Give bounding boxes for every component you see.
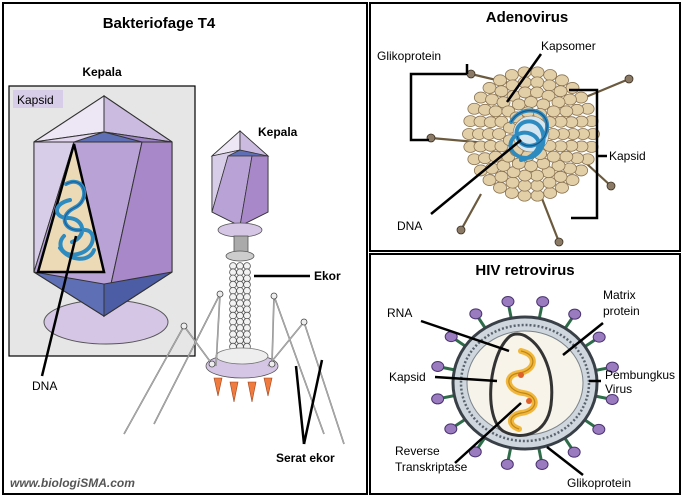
capsid-label-bg (13, 90, 63, 108)
adeno-dna-label: DNA (397, 219, 422, 233)
glycoprotein-spike (500, 458, 514, 470)
enlarged-capsid (33, 95, 173, 318)
glycoprotein-spike (431, 361, 445, 373)
source-credit: www.biologiSMA.com (10, 476, 135, 490)
adenovirus-diagram: Adenovirus Glikoprotein Kapsomer Kapsid … (377, 9, 646, 247)
matrix-leader (562, 322, 604, 356)
dna-label: DNA (32, 379, 57, 393)
glycoprotein-spike (444, 423, 458, 435)
glycoprotein-spike (469, 308, 483, 320)
head-label-right: Kepala (258, 125, 298, 139)
glycoprotein-spike (605, 361, 619, 373)
fiber-leader-1 (294, 365, 306, 445)
rt-leader (454, 402, 522, 464)
glycoprotein-spike (592, 423, 606, 435)
glycoprotein-spike (568, 308, 582, 320)
capsomer-leader-line (505, 53, 543, 103)
hiv-capsid-label: Kapsid (389, 370, 426, 384)
glycoprotein-spike (431, 393, 445, 405)
tail-sheath (229, 262, 251, 357)
glycoprotein-spike (592, 331, 606, 343)
glycoprotein-spike (605, 393, 619, 405)
capsid-label: Kapsid (17, 93, 54, 107)
head-label-left: Kepala (82, 65, 122, 79)
reverse-transcriptase-dot (518, 372, 524, 378)
hiv-spikes (431, 296, 619, 470)
rna-leader (420, 319, 510, 353)
dna-leader-line (40, 235, 78, 377)
adenovirus-panel: Adenovirus Glikoprotein Kapsomer Kapsid … (369, 2, 681, 252)
hiv-diagram: HIV retrovirus RNA Matrix protein Kapsid… (387, 262, 675, 490)
hiv-rna-label: RNA (387, 306, 412, 320)
hiv-capsid-core (489, 332, 554, 437)
tail-fiber-label: Serat ekor (276, 451, 335, 465)
tail-label: Ekor (314, 269, 341, 283)
envelope-label-1: Pembungkus (605, 368, 675, 382)
adeno-glycoprotein-label: Glikoprotein (377, 49, 441, 63)
rt-label-2: Transkriptase (395, 460, 468, 474)
rt-label-1: Reverse (395, 444, 440, 458)
capsid-bracket (569, 88, 599, 220)
hiv-panel: HIV retrovirus RNA Matrix protein Kapsid… (369, 253, 681, 495)
fiber-leader-2 (302, 359, 324, 445)
capsomer-label: Kapsomer (541, 39, 596, 53)
matrix-label-2: protein (603, 304, 640, 318)
matrix-label-1: Matrix (603, 288, 636, 302)
capsid-leader (434, 375, 498, 383)
envelope-label-2: Virus (605, 382, 632, 396)
glycoprotein-spike (501, 296, 515, 308)
whole-phage: Kepala (123, 125, 345, 445)
adeno-dna-leader (430, 139, 522, 215)
adeno-capsid-label: Kapsid (609, 149, 646, 163)
bacteriophage-t4-diagram: Bakteriofage T4 Kepala Kapsid DNA Kepala (8, 15, 345, 490)
hiv-glycoprotein-label: Glikoprotein (567, 476, 631, 490)
bacteriophage-t4-panel: Bakteriofage T4 Kepala Kapsid DNA Kepala (2, 2, 368, 495)
glycoprotein-spike (567, 446, 581, 458)
t4-title: Bakteriofage T4 (103, 15, 216, 32)
glycoprotein-spike (468, 446, 482, 458)
glycoprotein-bracket (409, 72, 467, 142)
adeno-title: Adenovirus (486, 9, 569, 26)
glycoprotein-leader (546, 446, 584, 476)
glycoprotein-spike (536, 296, 550, 308)
hiv-title: HIV retrovirus (475, 262, 574, 279)
glycoprotein-spike (535, 458, 549, 470)
